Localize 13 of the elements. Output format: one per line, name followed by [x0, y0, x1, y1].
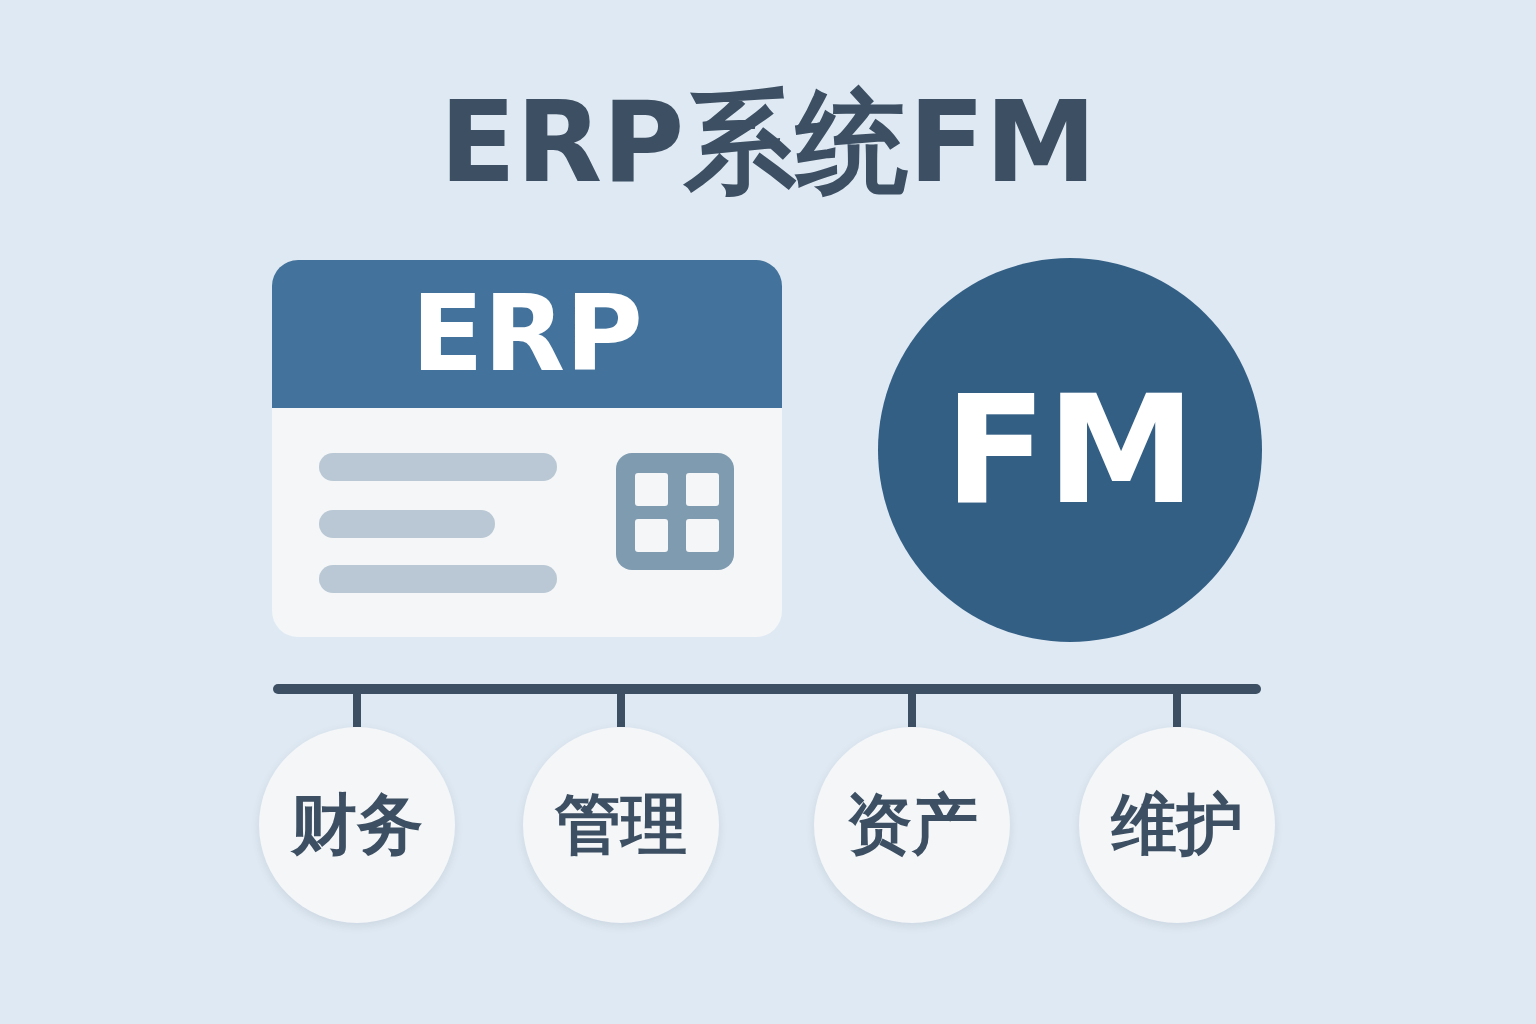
- circle-label: 维护: [1111, 785, 1243, 865]
- circle-label: 财务: [291, 785, 423, 865]
- connector-line: [1173, 694, 1181, 727]
- connector-line: [353, 694, 361, 727]
- title: ERP系统FM: [438, 76, 1098, 209]
- connector-line: [617, 694, 625, 727]
- module-card: [272, 260, 782, 637]
- circle-label: FM: [944, 365, 1196, 535]
- circle-label: 管理: [555, 785, 687, 865]
- circle-label: 资产: [846, 785, 978, 865]
- bus-bar: [273, 684, 1261, 694]
- connector-line: [908, 694, 916, 727]
- card-title: ERP: [411, 274, 643, 394]
